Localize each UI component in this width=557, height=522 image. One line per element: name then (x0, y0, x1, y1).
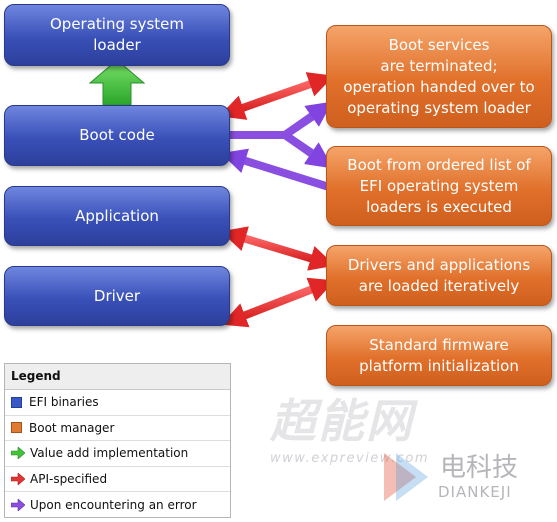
error-arrow-fork-upper (282, 101, 333, 139)
boot-services-block: Boot services are terminated; operation … (326, 25, 552, 128)
legend-item-api-specified: API-specified (5, 467, 230, 493)
purple-arrow-icon (11, 499, 25, 512)
boot-code-block: Boot code (4, 105, 230, 166)
legend-title: Legend (5, 364, 230, 390)
legend: Legend EFI binaries Boot manager Value a… (4, 363, 231, 518)
driver-block: Driver (4, 266, 230, 326)
os-loader-block: Operating system loader (4, 4, 230, 66)
firmware-init-block: Standard firmware platform initializatio… (326, 325, 552, 386)
error-arrow-fork-lower (282, 131, 333, 169)
legend-item-efi-binaries: EFI binaries (5, 390, 230, 416)
green-arrow-icon (11, 447, 25, 460)
legend-label: Value add implementation (30, 446, 189, 461)
error-arrow-return (220, 148, 333, 191)
value-add-arrow (88, 59, 146, 106)
legend-item-value-add: Value add implementation (5, 441, 230, 467)
api-arrow-boot-services (218, 72, 335, 120)
boot-ordered-list-block: Boot from ordered list of EFI operating … (326, 146, 552, 226)
drivers-applications-block: Drivers and applications are loaded iter… (326, 245, 552, 306)
orange-swatch-icon (11, 422, 22, 434)
legend-label: EFI binaries (29, 395, 99, 410)
legend-item-boot-manager: Boot manager (5, 416, 230, 442)
legend-label: API-specified (30, 472, 108, 487)
legend-item-upon-error: Upon encountering an error (5, 492, 230, 518)
api-arrow-driver (221, 277, 335, 328)
api-arrow-application (220, 226, 336, 271)
red-arrow-icon (11, 473, 25, 486)
blue-swatch-icon (11, 396, 22, 408)
application-block: Application (4, 186, 230, 246)
legend-label: Boot manager (29, 420, 115, 435)
legend-label: Upon encountering an error (30, 498, 197, 513)
